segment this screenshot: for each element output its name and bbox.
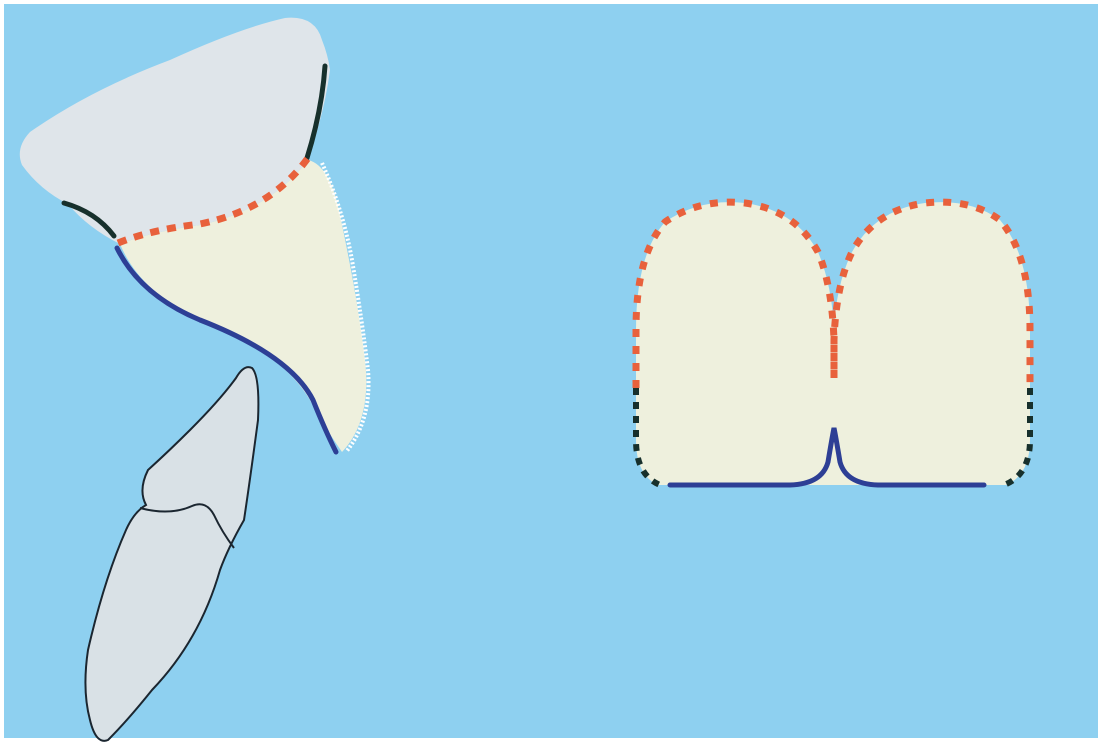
- dental-diagram-canvas: [0, 0, 1102, 742]
- dental-diagram: [0, 0, 1102, 742]
